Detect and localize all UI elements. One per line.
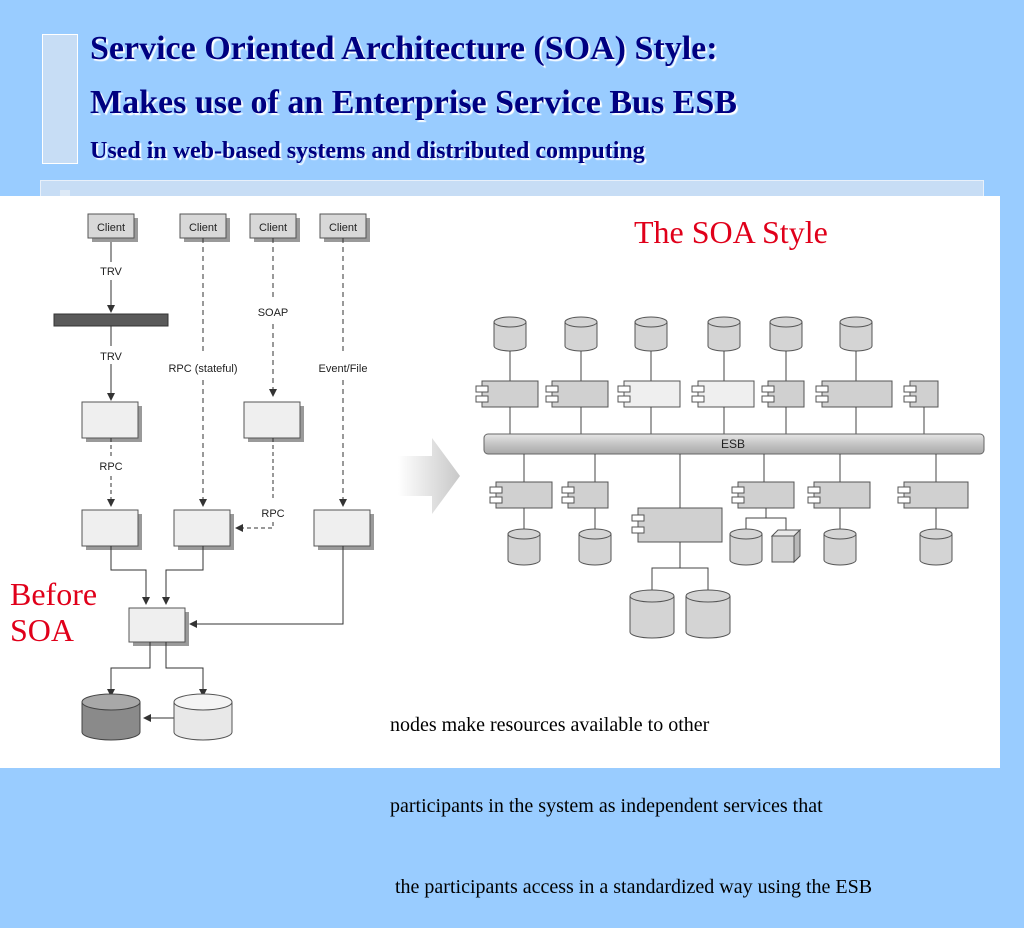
subtitle: Used in web-based systems and distribute…	[90, 138, 645, 164]
transition-arrow	[398, 438, 460, 514]
component-box	[631, 507, 723, 543]
bullet-mark	[60, 190, 70, 200]
client-box: Client	[319, 213, 370, 242]
server-box	[313, 509, 371, 547]
server-box	[81, 509, 139, 547]
client-label: Client	[259, 222, 287, 234]
database-icon	[629, 589, 675, 639]
rpc-right-label: RPC	[261, 508, 284, 520]
client-label: Client	[329, 222, 357, 234]
server-box	[81, 401, 139, 439]
component-box	[731, 481, 795, 509]
component-box	[561, 481, 609, 509]
component-box	[617, 380, 681, 408]
component-box	[475, 380, 539, 408]
component-box	[897, 481, 969, 509]
component-box	[691, 380, 755, 408]
client-box: Client	[87, 213, 138, 242]
caption-line: the participants access in a standardize…	[390, 876, 873, 898]
diagram-canvas: Client Client Client Client TRV TRV	[53, 213, 985, 741]
middleware-bar	[53, 313, 169, 327]
database-icon	[685, 589, 731, 639]
rpc-stateful-label: RPC (stateful)	[168, 363, 237, 375]
before-label-line-2: SOA	[10, 612, 75, 648]
client-box: Client	[249, 213, 300, 242]
esb-bus	[483, 433, 985, 455]
rpc-left-label: RPC	[99, 461, 122, 473]
database-icon	[564, 316, 598, 352]
caption: nodes make resources available to other …	[390, 658, 872, 928]
client-label: Client	[189, 222, 217, 234]
before-soa-label: Before SOA	[10, 576, 97, 648]
database-icon	[707, 316, 741, 352]
database-icon	[507, 528, 541, 566]
database-icon	[919, 528, 953, 566]
component-box	[903, 380, 939, 408]
central-server-box	[128, 607, 186, 643]
server-box	[173, 509, 231, 547]
soa-diagram: ESB	[475, 316, 985, 639]
before-label-line-1: Before	[10, 576, 98, 612]
caption-line: nodes make resources available to other	[390, 714, 710, 736]
esb-label: ESB	[721, 437, 745, 451]
component-box	[545, 380, 609, 408]
database-icon	[634, 316, 668, 352]
title-line-2: Makes use of an Enterprise Service Bus E…	[90, 84, 737, 121]
database-icon	[173, 693, 233, 741]
client-label: Client	[97, 222, 125, 234]
accent-bar	[42, 34, 78, 164]
database-icon	[729, 528, 763, 566]
cube-icon	[770, 528, 802, 564]
caption-line: participants in the system as independen…	[390, 795, 823, 817]
database-icon	[493, 316, 527, 352]
database-icon	[81, 693, 141, 741]
server-box	[243, 401, 301, 439]
soa-style-label: The SOA Style	[634, 214, 828, 250]
database-icon	[839, 316, 873, 352]
soap-label: SOAP	[258, 307, 289, 319]
component-box	[807, 481, 871, 509]
database-icon	[769, 316, 803, 352]
trv-top-label: TRV	[100, 266, 122, 278]
component-box	[815, 380, 893, 408]
title-line-1: Service Oriented Architecture (SOA) Styl…	[90, 30, 718, 67]
database-icon	[578, 528, 612, 566]
component-box	[489, 481, 553, 509]
client-box: Client	[179, 213, 230, 242]
component-box	[761, 380, 805, 408]
trv-bottom-label: TRV	[100, 351, 122, 363]
event-file-label: Event/File	[319, 363, 368, 375]
database-icon	[823, 528, 857, 566]
before-soa-diagram: Client Client Client Client TRV TRV	[53, 213, 374, 741]
